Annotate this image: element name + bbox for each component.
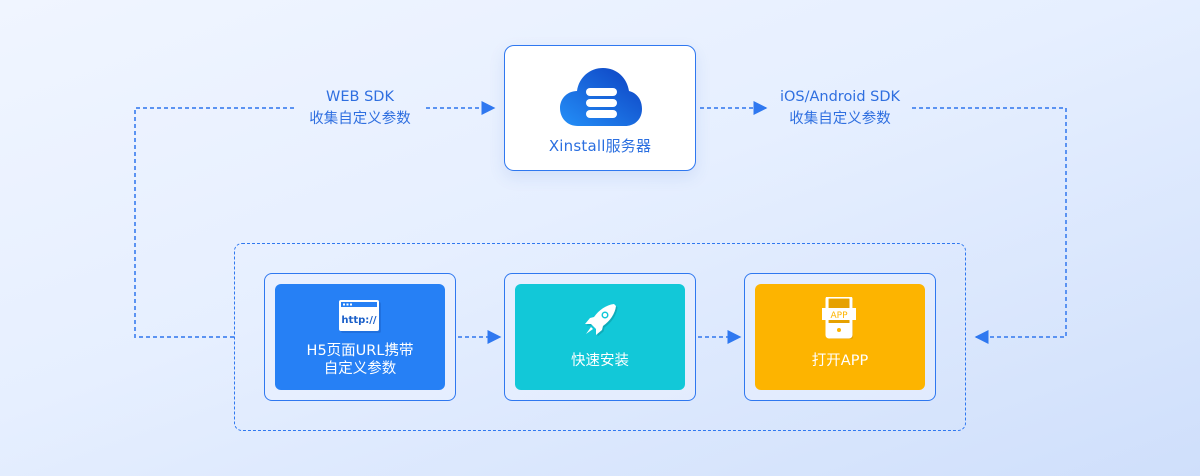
step-quick-install-card: 快速安装: [515, 284, 685, 390]
phone-app-icon: APP: [822, 297, 856, 339]
step-quick-install-text: 快速安装: [515, 352, 685, 370]
step-open-app-line1: 打开APP: [811, 353, 869, 369]
native-sdk-title: iOS/Android SDK: [779, 89, 901, 105]
browser-http-text: http://: [341, 315, 376, 326]
step-h5-url-line1: H5页面URL携带: [306, 343, 414, 359]
web-sdk-label: WEB SDK 收集自定义参数: [290, 86, 430, 130]
step-quick-install: 快速安装: [504, 273, 696, 401]
cloud-server-icon: [560, 68, 642, 126]
step-h5-url-card: http:// H5页面URL携带 自定义参数: [275, 284, 445, 390]
client-flow-group: [234, 243, 966, 431]
app-label-text: APP: [830, 311, 848, 321]
step-quick-install-line1: 快速安装: [571, 353, 629, 369]
step-h5-url-text: H5页面URL携带 自定义参数: [275, 342, 445, 378]
browser-http-icon: http://: [339, 300, 381, 333]
step-open-app-text: 打开APP: [755, 352, 925, 370]
web-sdk-subtitle: 收集自定义参数: [309, 111, 411, 127]
native-sdk-label: iOS/Android SDK 收集自定义参数: [770, 86, 910, 130]
native-sdk-subtitle: 收集自定义参数: [789, 111, 891, 127]
step-h5-url: http:// H5页面URL携带 自定义参数: [264, 273, 456, 401]
step-open-app-card: APP 打开APP: [755, 284, 925, 390]
server-label: Xinstall服务器: [548, 137, 652, 155]
server-node: Xinstall服务器: [504, 45, 696, 171]
step-h5-url-line2: 自定义参数: [323, 361, 397, 377]
step-open-app: APP 打开APP: [744, 273, 936, 401]
rocket-icon: [585, 304, 618, 337]
web-sdk-title: WEB SDK: [326, 89, 394, 105]
